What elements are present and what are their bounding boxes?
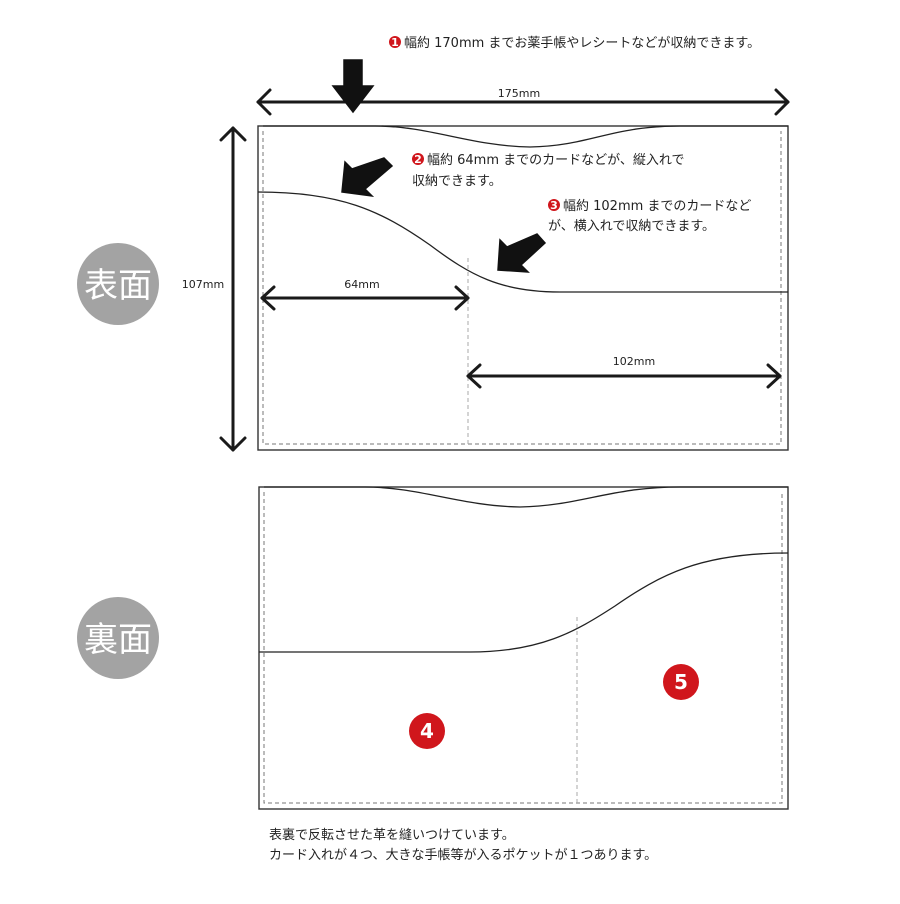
left-pocket-arrowhead-left	[260, 285, 276, 311]
back-s-curve-pocket-edge	[259, 552, 789, 653]
annotation-2-line1: 幅約 64mm までのカードなどが、縦入れで	[427, 153, 684, 168]
back-label-badge: 裏面	[77, 597, 159, 679]
front-badge-circle	[77, 243, 159, 325]
annotation-1-number-badge	[389, 36, 401, 48]
front-top-pocket-edge	[263, 125, 788, 148]
width-arrowhead-right	[774, 88, 790, 116]
front-label: 表面	[84, 266, 152, 306]
pocket-4-number: 4	[420, 719, 434, 743]
arrow-diagonal-2-icon	[341, 157, 394, 198]
back-panel	[258, 486, 789, 810]
right-pocket-dimension-label: 102mm	[613, 355, 655, 368]
height-dimension-label: 107mm	[182, 278, 224, 291]
bottom-note-line2: カード入れが４つ、大きな手帳等が入るポケットが１つあります。	[269, 847, 657, 863]
annotation-3-line1: 幅約 102mm までのカードなど	[563, 199, 751, 214]
annotation-2-number: 2	[414, 153, 422, 166]
back-badge-circle	[77, 597, 159, 679]
annotation-1-text: 幅約 170mm までお薬手帳やレシートなどが収納できます。	[404, 36, 760, 51]
front-panel-frame	[257, 125, 789, 451]
front-panel-stitch	[262, 131, 782, 445]
arrow-down-icon	[331, 59, 375, 114]
width-arrowhead-left	[256, 88, 272, 116]
annotation-1: 1 幅約 170mm までお薬手帳やレシートなどが収納できます。	[389, 36, 760, 51]
front-label-badge: 表面	[77, 243, 159, 325]
back-panel-stitch	[263, 492, 783, 804]
front-s-curve-pocket-edge	[257, 191, 788, 293]
annotation-3-number-badge	[548, 199, 560, 211]
right-pocket-arrowhead-right	[766, 363, 782, 389]
pocket-4-badge	[409, 713, 445, 749]
pocket-5-badge	[663, 664, 699, 700]
back-panel-frame	[258, 486, 789, 810]
back-top-pocket-edge	[264, 486, 788, 508]
bottom-note: 表裏で反転させた革を縫いつけています。 カード入れが４つ、大きな手帳等が入るポケ…	[269, 828, 657, 863]
front-panel	[257, 125, 789, 451]
annotation-2-number-badge	[412, 153, 424, 165]
height-arrowhead-bottom	[219, 436, 247, 452]
back-label: 裏面	[84, 620, 152, 660]
right-pocket-dimension: 102mm	[466, 355, 782, 389]
left-pocket-dimension-label: 64mm	[344, 278, 379, 291]
left-pocket-arrowhead-right	[454, 285, 470, 311]
annotation-1-number: 1	[391, 36, 399, 49]
annotation-2-line2: 収納できます。	[412, 174, 502, 189]
right-pocket-arrowhead-left	[466, 363, 482, 389]
pocket-5-marker: 5	[663, 664, 699, 700]
left-pocket-dimension: 64mm	[260, 278, 470, 311]
annotation-2: 2 幅約 64mm までのカードなどが、縦入れで 収納できます。	[412, 153, 684, 189]
pocket-4-marker: 4	[409, 713, 445, 749]
bottom-note-line1: 表裏で反転させた革を縫いつけています。	[269, 828, 515, 843]
height-dimension: 107mm	[182, 126, 247, 452]
annotation-3-line2: が、横入れで収納できます。	[548, 219, 715, 234]
arrow-diagonal-3-icon	[497, 233, 547, 273]
annotation-3-number: 3	[550, 199, 558, 212]
width-dimension-label: 175mm	[498, 87, 540, 100]
pocket-5-number: 5	[674, 670, 688, 694]
annotation-3: 3 幅約 102mm までのカードなど が、横入れで収納できます。	[548, 199, 751, 234]
height-arrowhead-top	[219, 126, 247, 142]
